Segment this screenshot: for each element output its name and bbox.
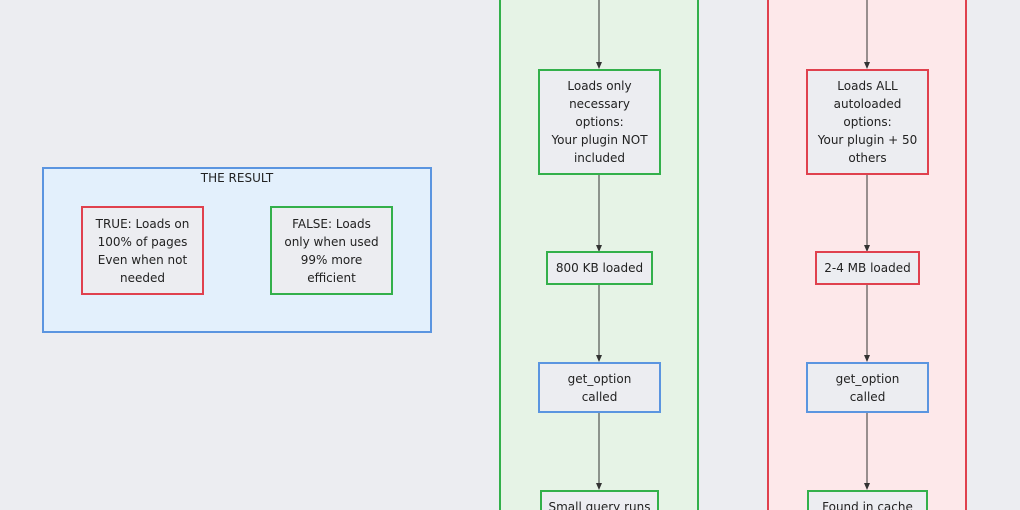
false-size-node: 800 KB loaded — [546, 251, 653, 285]
true-size-node: 2-4 MB loaded — [815, 251, 920, 285]
result-group-title: THE RESULT — [200, 171, 274, 185]
true-load-node: Loads ALL autoloaded options: Your plugi… — [806, 69, 929, 175]
true-cache-node: Found in cache — [807, 490, 928, 510]
false-get-option-node: get_option called — [538, 362, 661, 413]
result-false-node: FALSE: Loads only when used 99% more eff… — [270, 206, 393, 295]
true-get-option-node: get_option called — [806, 362, 929, 413]
false-query-node: Small query runs — [540, 490, 659, 510]
false-load-node: Loads only necessary options: Your plugi… — [538, 69, 661, 175]
result-true-node: TRUE: Loads on 100% of pages Even when n… — [81, 206, 204, 295]
